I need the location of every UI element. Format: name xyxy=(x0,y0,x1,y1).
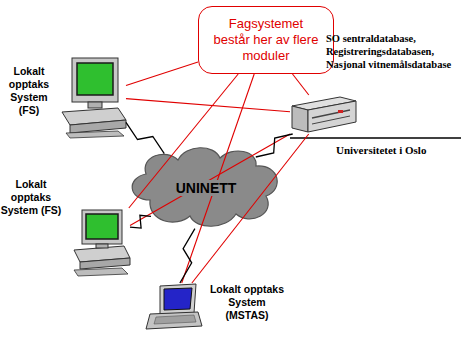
device-label: Lokalt opptaks System (FS) xyxy=(0,178,62,217)
pc-node: Lokalt opptaks System (FS) xyxy=(72,208,130,276)
module-link xyxy=(130,134,290,226)
network-link xyxy=(256,134,293,157)
laptop-icon xyxy=(146,284,202,329)
network-link xyxy=(126,122,164,153)
network-link xyxy=(180,229,195,283)
lan-line xyxy=(290,137,461,139)
site-label: Universitetet i Oslo xyxy=(336,144,426,156)
server-icon xyxy=(292,97,356,132)
device-label: SO sentraldatabase, Registreringsdatabas… xyxy=(326,32,460,71)
module-link xyxy=(182,74,255,283)
network-link xyxy=(130,215,151,228)
pc-icon xyxy=(74,210,130,276)
module-link xyxy=(126,99,290,112)
device-label: Lokalt opptaks System (MSTAS) xyxy=(209,283,285,322)
device-label: Lokalt opptaks System (FS) xyxy=(0,65,58,117)
server-node: SO sentraldatabase, Registreringsdatabas… xyxy=(290,95,358,134)
network-cloud xyxy=(132,148,277,227)
module-link xyxy=(192,134,309,283)
node-label: Fagsystemet består her av flere moduler xyxy=(210,16,322,64)
pc-icon xyxy=(62,58,126,138)
cloud-node: UNINETT xyxy=(130,147,282,229)
module-link xyxy=(293,74,309,95)
callout-bubble: Fagsystemet består her av flere moduler xyxy=(198,6,334,74)
pc-node: Lokalt opptaks System (FS) xyxy=(62,55,126,137)
module-link xyxy=(129,74,238,208)
module-link xyxy=(126,62,198,86)
laptop-node: Lokalt opptaks System (MSTAS) xyxy=(145,283,202,330)
node-label: UNINETT xyxy=(174,180,239,196)
